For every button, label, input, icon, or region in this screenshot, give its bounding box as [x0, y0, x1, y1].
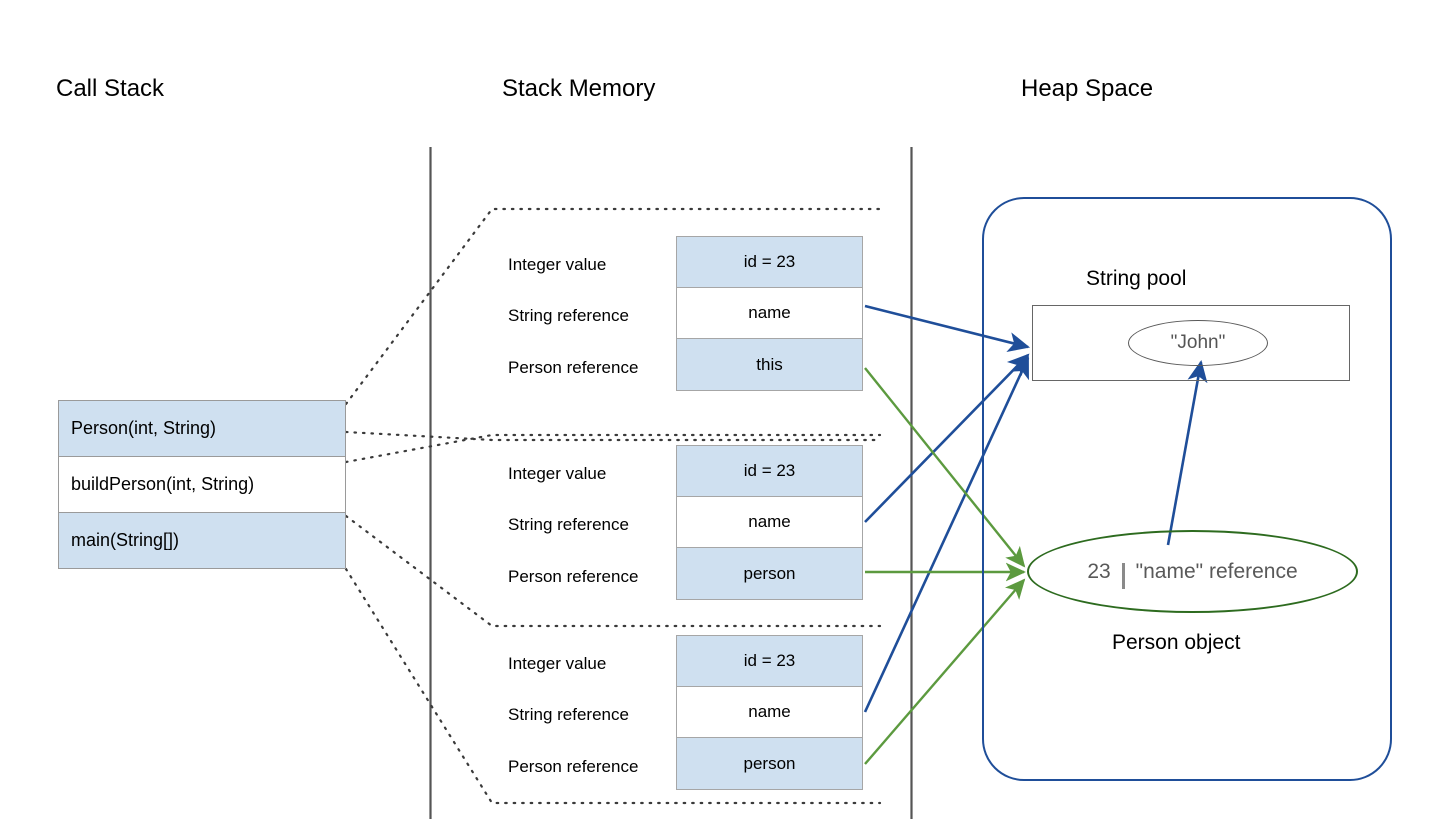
person-object-field-separator [1121, 562, 1125, 589]
row-label-person-reference: Person reference [508, 567, 639, 586]
row-label-integer-value: Integer value [508, 255, 607, 274]
row-label-person-reference: Person reference [508, 358, 639, 377]
cell-name-frame1: name [677, 288, 862, 339]
row-label-string-reference: String reference [508, 306, 629, 325]
stack-frame-3-cells: id = 23 name person [676, 635, 863, 790]
cell-person-frame2: person [677, 548, 862, 599]
row-label-integer-value: Integer value [508, 654, 607, 673]
cell-id-frame2: id = 23 [677, 446, 862, 497]
row-label-person-reference: Person reference [508, 757, 639, 776]
person-object-node: 23 "name" reference [1027, 530, 1358, 613]
frame-connector-1-2 [344, 430, 882, 442]
person-object-caption: Person object [1112, 631, 1241, 654]
row-label-integer-value: Integer value [508, 464, 607, 483]
string-pool-label: String pool [1086, 267, 1187, 290]
person-object-name-field: "name" reference [1135, 559, 1298, 583]
column-title-call-stack: Call Stack [56, 75, 165, 102]
stack-frame-1-cells: id = 23 name this [676, 236, 863, 391]
cell-this-frame1: this [677, 339, 862, 390]
cell-person-frame3: person [677, 738, 862, 789]
row-label-string-reference: String reference [508, 705, 629, 724]
cell-name-frame3: name [677, 687, 862, 738]
stack-frame-main: Integer value String reference Person re… [508, 635, 863, 790]
column-title-heap-space: Heap Space [1021, 75, 1154, 102]
person-object-id-value: 23 [1087, 559, 1111, 583]
stack-frame-2-cells: id = 23 name person [676, 445, 863, 600]
cell-name-frame2: name [677, 497, 862, 548]
row-label-string-reference: String reference [508, 515, 629, 534]
string-literal-john: "John" [1128, 320, 1268, 366]
call-stack-row-main: main(String[]) [59, 513, 345, 568]
stack-frame-build-person: Integer value String reference Person re… [508, 445, 863, 600]
call-stack-table: Person(int, String) buildPerson(int, Str… [58, 400, 346, 569]
column-title-stack-memory: Stack Memory [502, 75, 656, 102]
string-pool-box [1032, 305, 1350, 381]
cell-id-frame3: id = 23 [677, 636, 862, 687]
call-stack-row-person-constructor: Person(int, String) [59, 401, 345, 457]
heap-space-region [982, 197, 1392, 781]
stack-frame-person-constructor: Integer value String reference Person re… [508, 236, 863, 391]
cell-id-frame1: id = 23 [677, 237, 862, 288]
call-stack-row-build-person: buildPerson(int, String) [59, 457, 345, 513]
